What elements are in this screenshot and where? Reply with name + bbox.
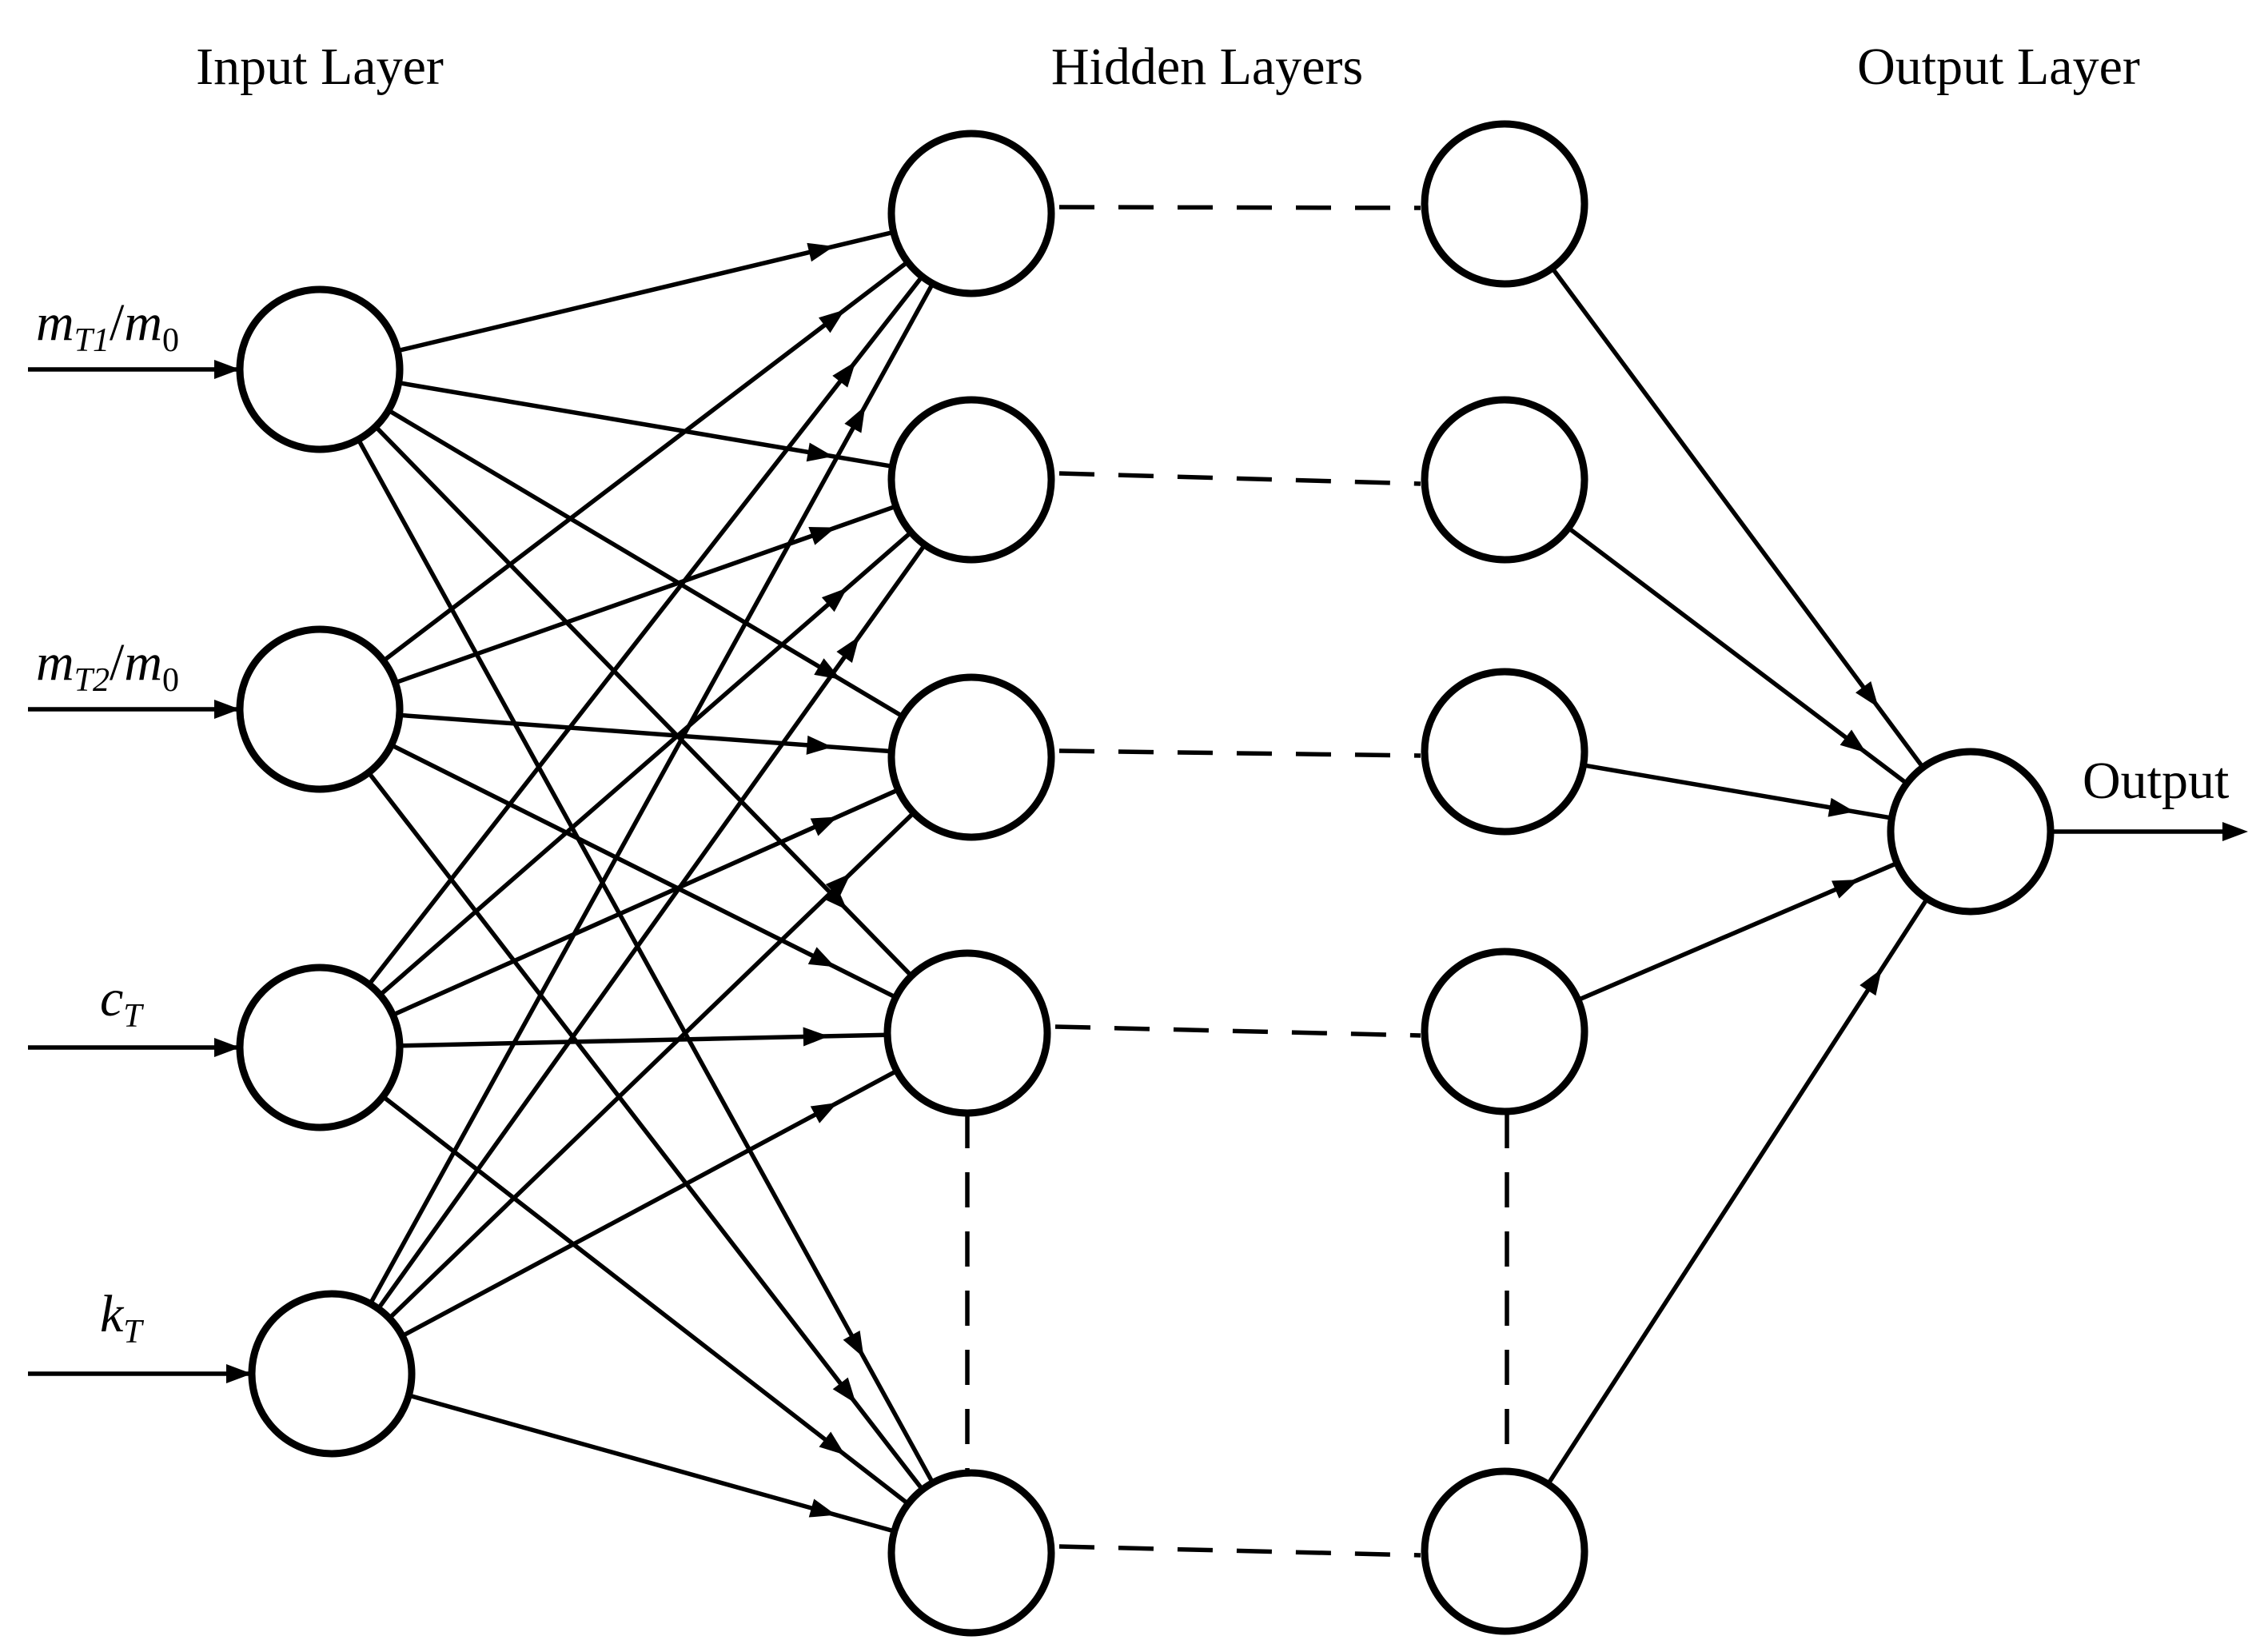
input-node-3 [236,964,404,1131]
input-label-ct: cT [100,969,144,1035]
edge-input1-hidden4 [373,425,914,978]
dashed-link-3 [1058,748,1421,758]
edge-input1-hidden5 [356,438,935,1484]
hidden-b-node-2 [1421,396,1588,564]
edge-input3-hidden3-arrowhead [810,816,838,836]
edge-input2-hidden5 [366,771,925,1491]
edge-input3-hidden1-arrowhead [832,361,856,388]
output-arrow-arrowhead [2222,822,2248,841]
input-arrow-2-arrowhead [214,700,240,719]
dashed-link-4 [1054,1024,1421,1038]
edge-input1-hidden5-arrowhead [843,1331,864,1358]
edge-input2-hidden1 [381,260,910,663]
edge-input3-hidden1 [367,275,924,986]
edge-input4-hidden5-arrowhead [808,1498,836,1518]
input-node-1 [236,285,404,453]
edge-input3-hidden4-arrowhead [803,1027,829,1047]
dashed-link-5 [1058,1544,1421,1558]
hidden-layers-title: Hidden Layers [1051,38,1363,96]
edge-input4-hidden3 [388,811,915,1320]
edge-input4-hidden1-arrowhead [844,405,866,433]
output-node [1887,748,2055,916]
edge-hidden1-output-arrowhead [1855,680,1879,708]
hidden-b-node-4 [1421,948,1588,1115]
edge-input3-hidden2 [378,530,913,997]
edge-input2-hidden3-arrowhead [806,735,833,755]
edge-input3-hidden2-arrowhead [821,588,847,613]
edge-input4-hidden2 [376,543,927,1311]
dashed-link-1 [1058,205,1421,210]
edge-hidden1-output [1550,266,1925,769]
hidden-b-node-5 [1421,1467,1588,1635]
edge-hidden2-output-arrowhead [1840,729,1867,753]
edge-hidden5-output [1546,897,1929,1486]
neurons [236,120,2055,1637]
input-arrow-4-arrowhead [226,1364,252,1383]
connections [28,205,2248,1558]
edge-input2-hidden4 [390,743,897,1000]
edge-input4-hidden4-arrowhead [810,1103,838,1123]
edge-input1-hidden3 [387,408,904,719]
edge-input1-hidden2-arrowhead [806,442,834,462]
hidden-b-node-3 [1421,668,1588,836]
hidden-a-node-5 [887,1469,1055,1637]
hidden-a-node-3 [887,673,1055,841]
input-node-2 [236,625,404,793]
edge-hidden5-output-arrowhead [1859,968,1882,996]
input-label-mt1-m0: mT1/m0 [36,293,179,359]
edge-input4-hidden3-arrowhead [825,873,851,899]
input-layer-title: Input Layer [196,38,444,96]
dashed-link-2 [1058,471,1421,486]
edge-input4-hidden1 [368,282,935,1305]
input-label-kt: kT [100,1285,144,1351]
edge-hidden4-output-arrowhead [1832,879,1859,899]
edge-input2-hidden4-arrowhead [807,947,835,968]
edge-input3-hidden3 [392,788,899,1017]
edge-input3-hidden5-arrowhead [819,1431,846,1455]
input-arrow-1-arrowhead [214,360,240,379]
edge-input2-hidden2-arrowhead [808,526,836,545]
edge-input4-hidden2-arrowhead [836,636,859,663]
input-arrow-3-arrowhead [214,1038,240,1057]
edge-input1-hidden1-arrowhead [807,242,835,262]
output-label: Output [2083,752,2229,810]
edge-hidden3-output-arrowhead [1828,797,1855,817]
output-layer-title: Output Layer [1857,38,2140,96]
hidden-a-node-4 [883,949,1051,1117]
hidden-a-node-2 [887,396,1055,564]
edge-input2-hidden1-arrowhead [818,309,845,333]
edge-input3-hidden5 [381,1095,910,1506]
edge-input2-hidden5-arrowhead [832,1377,856,1404]
edge-input1-hidden4-arrowhead [822,884,847,911]
hidden-a-node-1 [887,130,1055,297]
edge-input4-hidden4 [401,1068,899,1339]
input-node-4 [248,1290,416,1458]
hidden-b-node-1 [1421,120,1588,288]
input-label-mt2-m0: mT2/m0 [36,633,179,699]
